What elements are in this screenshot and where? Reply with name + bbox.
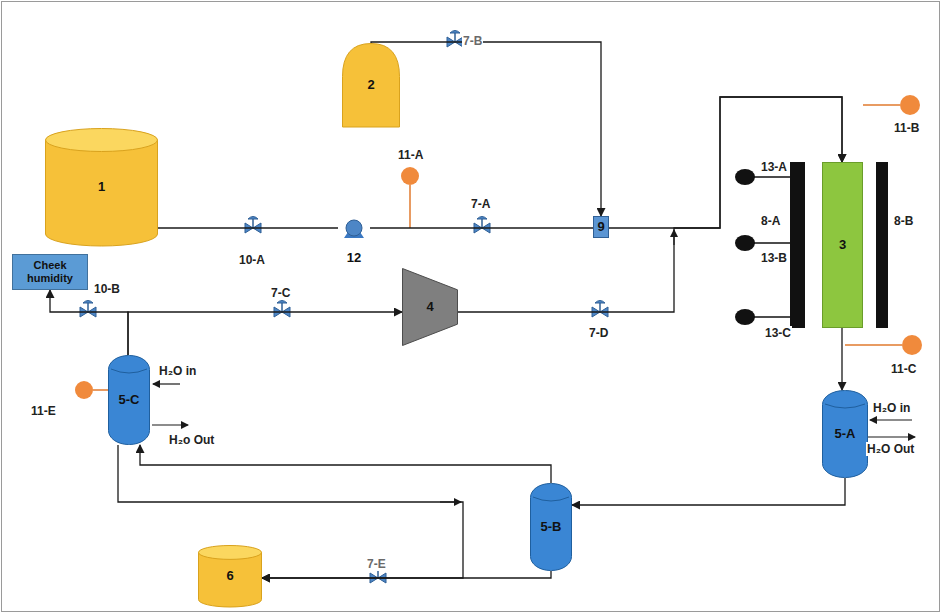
callout-number: 10-B xyxy=(93,282,121,296)
node-label: 1 xyxy=(98,180,105,195)
product-tank: 6 xyxy=(198,545,262,607)
valve-symbol xyxy=(80,301,96,318)
separator: 5-B xyxy=(530,483,572,571)
pipe-connector xyxy=(128,312,402,355)
valve-symbol xyxy=(245,217,261,234)
valve-symbol xyxy=(474,217,490,234)
callout-number: 11-A xyxy=(397,148,424,162)
pipe-connector xyxy=(262,571,551,578)
callout-number: H₂o Out xyxy=(168,433,215,447)
callout-number: 13-A xyxy=(760,160,788,174)
node-label: 4 xyxy=(426,300,433,315)
humidity-check-box: Cheek humidity xyxy=(12,254,88,290)
callout-number: H₂O Out xyxy=(866,442,915,456)
callout-number: 11-B xyxy=(893,121,920,135)
callout-number: 11-C xyxy=(890,362,917,376)
storage-tank: 2 xyxy=(342,43,400,127)
pipe-connector xyxy=(158,227,338,228)
sensor-dot xyxy=(902,335,922,355)
pipe-connector xyxy=(572,478,845,505)
pipe-connector xyxy=(371,42,601,216)
feed-tank: 1 xyxy=(45,128,158,246)
pump: 12 xyxy=(338,216,370,266)
sensor-dot xyxy=(75,381,93,399)
callout-number: 13-C xyxy=(764,326,792,340)
node-label: 5-B xyxy=(541,520,562,535)
node-label: 12 xyxy=(347,251,361,266)
reactor-cell: 3 xyxy=(822,162,863,328)
node-label: 6 xyxy=(226,569,233,584)
callout-number: 13-B xyxy=(760,251,788,265)
callout-number: 7-A xyxy=(470,197,491,211)
callout-number: 10-A xyxy=(238,253,266,267)
terminal-dot xyxy=(735,235,755,251)
node-label: 9 xyxy=(597,220,604,235)
callout-number: 7-E xyxy=(366,557,387,571)
valve-symbol xyxy=(274,301,290,318)
pipe-connector xyxy=(841,328,842,390)
callout-number: 7-C xyxy=(270,286,291,300)
terminal-dot xyxy=(735,169,755,185)
pipe-connector xyxy=(140,445,551,483)
node-label: Cheek humidity xyxy=(15,259,85,284)
valve-symbol xyxy=(447,31,463,48)
pipe-connector xyxy=(370,227,593,228)
sensor-dot xyxy=(401,167,419,185)
sensor-dot xyxy=(900,95,920,115)
pipe-connector xyxy=(458,97,842,312)
electrode-plate xyxy=(876,162,888,328)
condenser: 5-C xyxy=(108,355,150,445)
node-label: 2 xyxy=(367,78,374,93)
electrode-plate xyxy=(790,162,805,328)
callout-number: 8-A xyxy=(760,214,781,228)
pipe-connector xyxy=(609,97,842,228)
node-label: 5-A xyxy=(835,427,856,442)
callout-number: 7-B xyxy=(462,34,483,48)
callout-number: 11-E xyxy=(30,404,57,418)
pipe-connector xyxy=(50,290,128,355)
compressor: 4 xyxy=(402,268,458,346)
pipe-connector xyxy=(118,445,463,578)
callout-number: H₂O in xyxy=(872,401,911,415)
valve-symbol xyxy=(592,301,608,318)
node-label: 5-C xyxy=(119,393,140,408)
node-label: 3 xyxy=(839,238,846,253)
condenser: 5-A xyxy=(822,390,868,478)
mixer-box: 9 xyxy=(593,216,609,238)
callout-number: 7-D xyxy=(588,326,609,340)
callout-number: H₂O in xyxy=(158,364,197,378)
callout-number: 8-B xyxy=(893,214,914,228)
terminal-dot xyxy=(735,309,755,325)
